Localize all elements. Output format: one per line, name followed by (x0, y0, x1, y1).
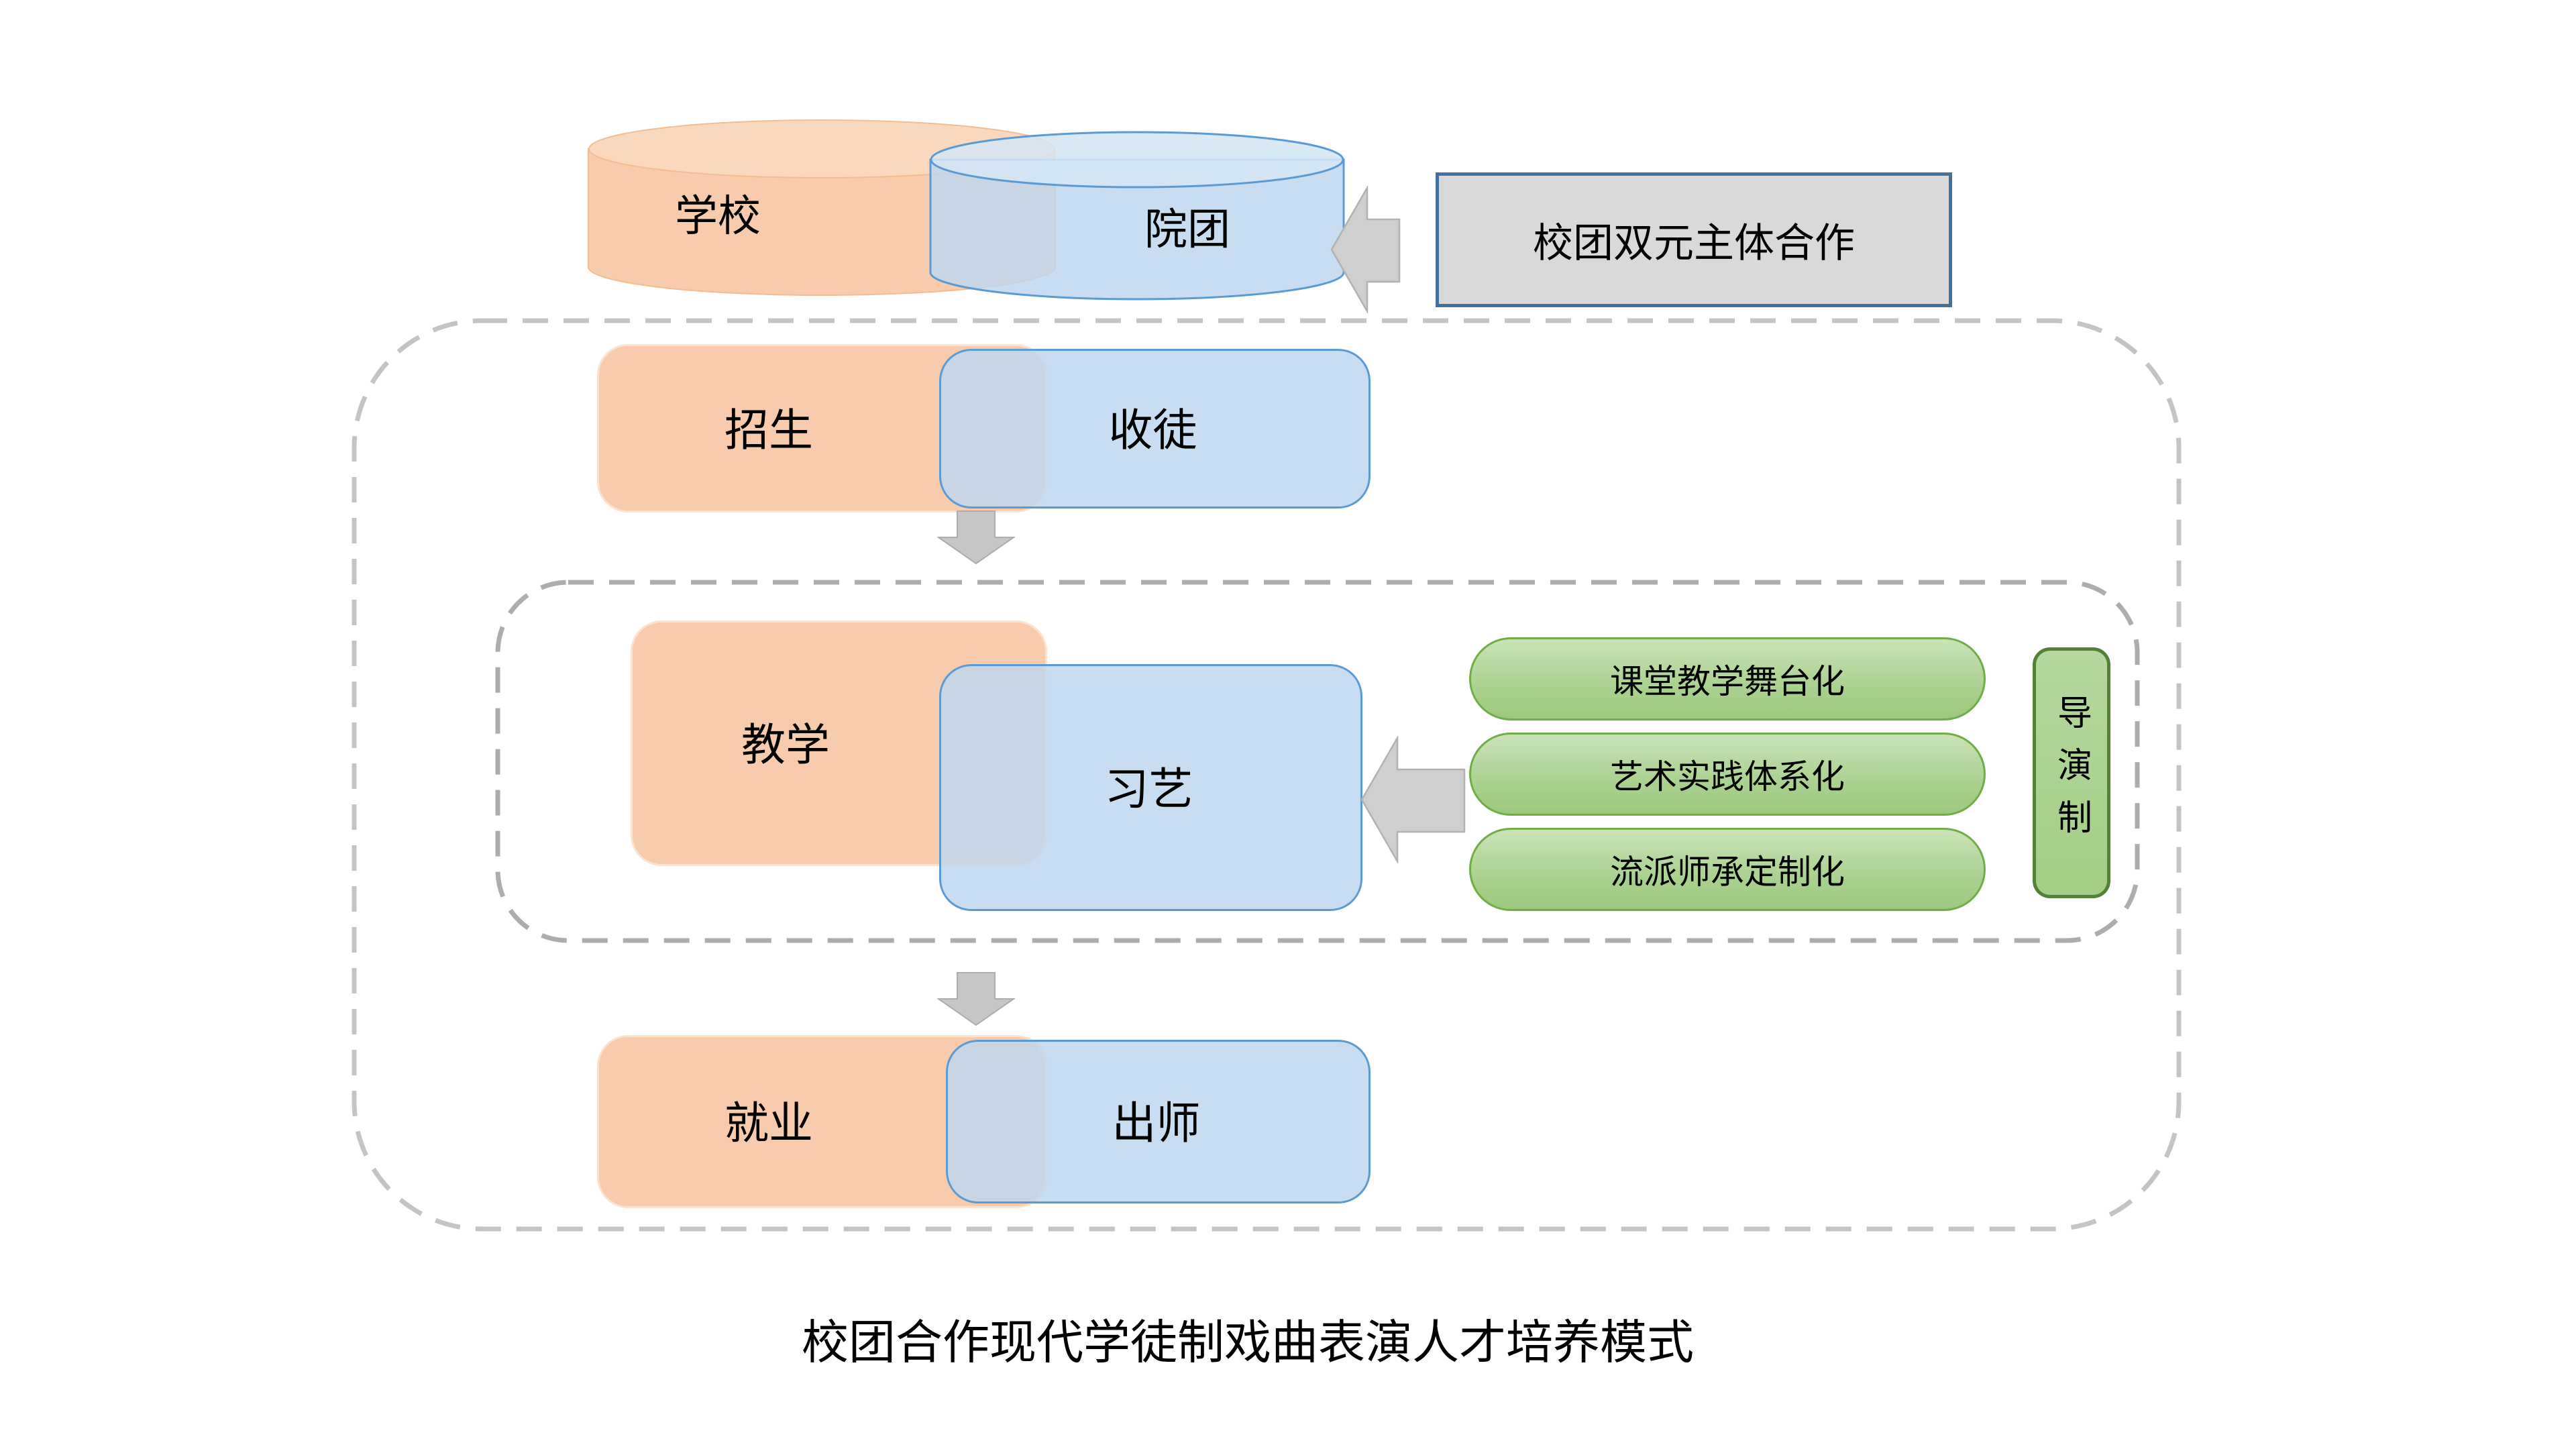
left-arrow-features-icon (1360, 736, 1466, 863)
inner-dashed-frame (495, 580, 2140, 943)
outer-dashed-frame (352, 318, 2182, 1232)
down-arrow-2-icon (937, 972, 1015, 1026)
skill-learning-box (939, 664, 1362, 911)
feature-pill-practice: 艺术实践体系化 (1469, 733, 1986, 816)
director-system-box: 导演制 (2033, 647, 2110, 898)
diagram-caption: 校团合作现代学徒制戏曲表演人才培养模式 (802, 1316, 1694, 1368)
feature-pill-classroom: 课堂教学舞台化 (1469, 637, 1986, 720)
feature-pill-lineage: 流派师承定制化 (1469, 828, 1986, 911)
troupe-cylinder (929, 131, 1345, 301)
left-arrow-cooperation-icon (1330, 186, 1401, 313)
graduation-box (946, 1040, 1371, 1203)
down-arrow-1-icon (937, 511, 1015, 565)
apprentice-intake-box (939, 349, 1371, 508)
cooperation-box (1436, 172, 1952, 307)
